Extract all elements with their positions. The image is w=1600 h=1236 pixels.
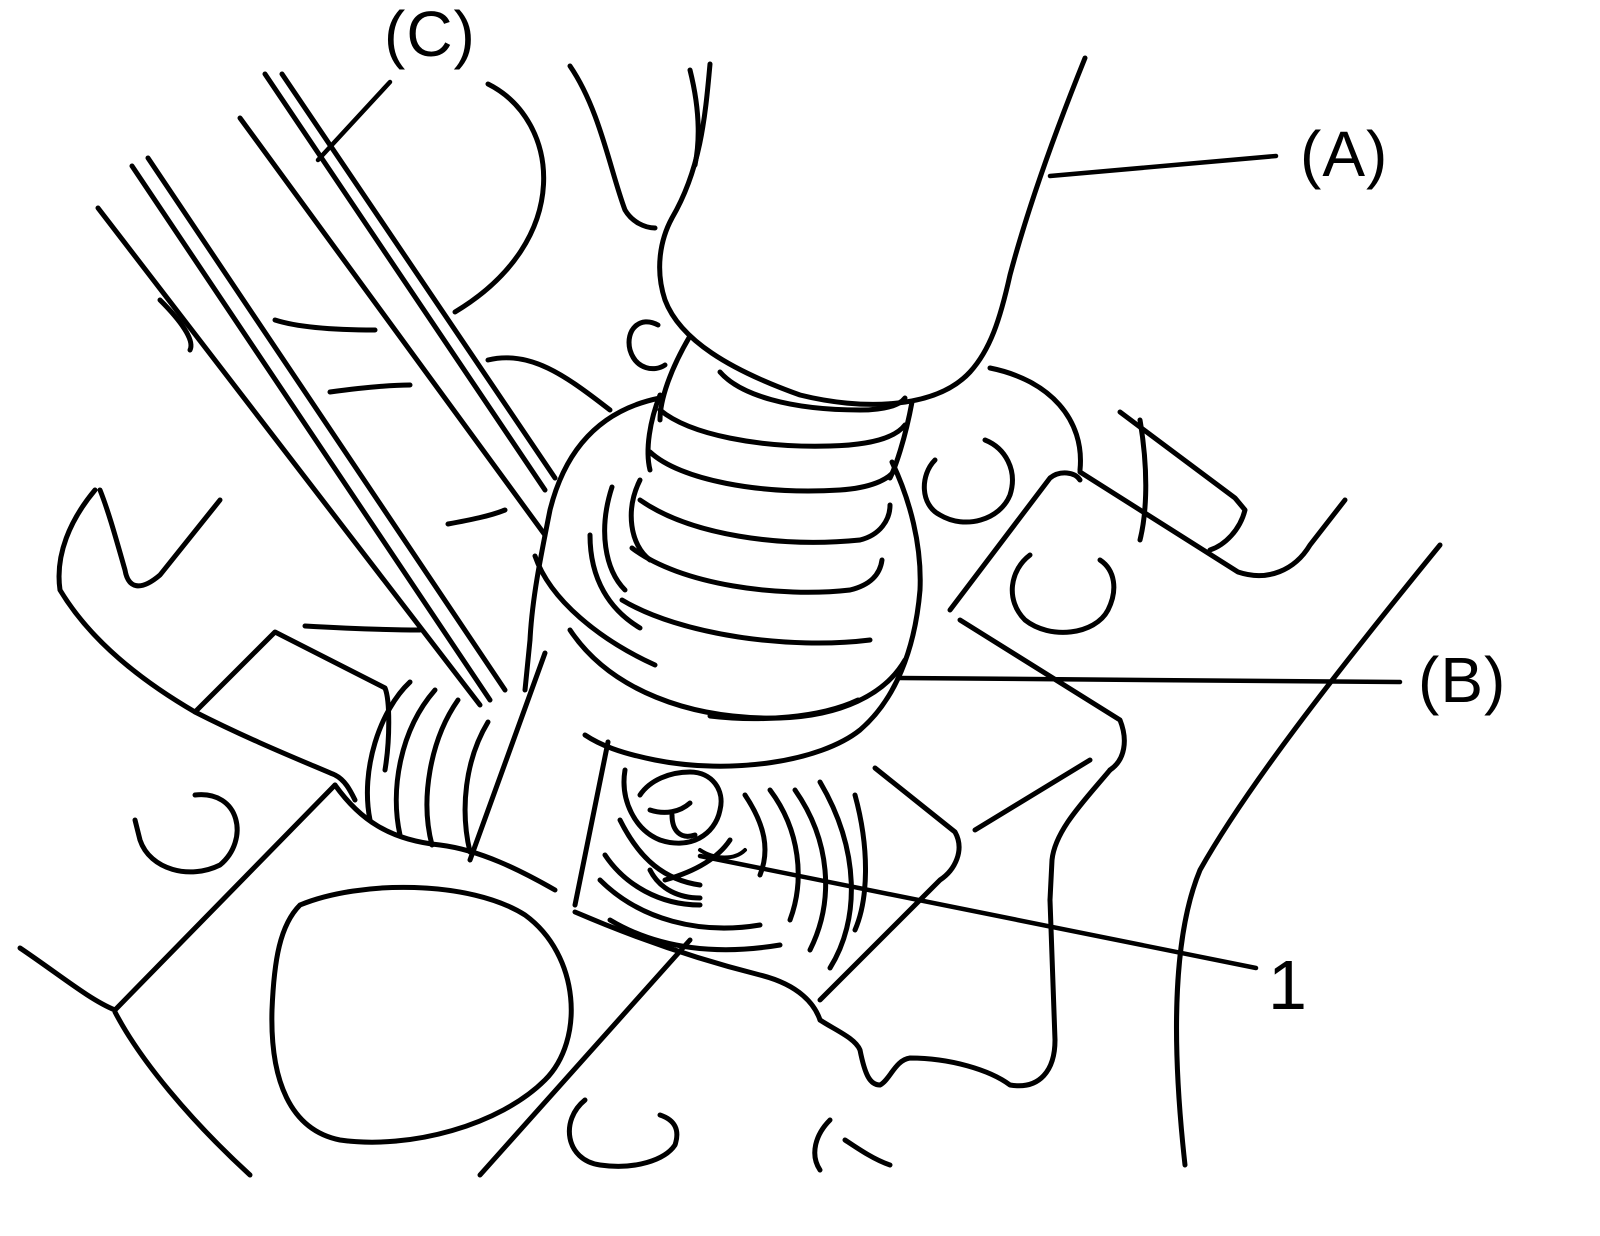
callout-line-c [315, 79, 393, 163]
label-c: (C) [384, 0, 476, 70]
compressor-tube [657, 55, 1088, 407]
label-b: (B) [1418, 644, 1507, 716]
valve-spring [587, 333, 915, 646]
lower-spring-coils [364, 679, 868, 971]
callout-line-a [1047, 153, 1279, 179]
callout-line-b [897, 675, 1403, 685]
callout-line-1 [697, 853, 1259, 971]
label-1: 1 [1268, 946, 1308, 1024]
callout-lines [315, 79, 1403, 971]
label-a: (A) [1300, 118, 1389, 190]
compressor-handle-bars [95, 71, 558, 708]
cylinder-head-casting [17, 63, 1443, 1178]
valve-cotter [572, 739, 747, 908]
spring-retainer-adapter [467, 395, 923, 863]
